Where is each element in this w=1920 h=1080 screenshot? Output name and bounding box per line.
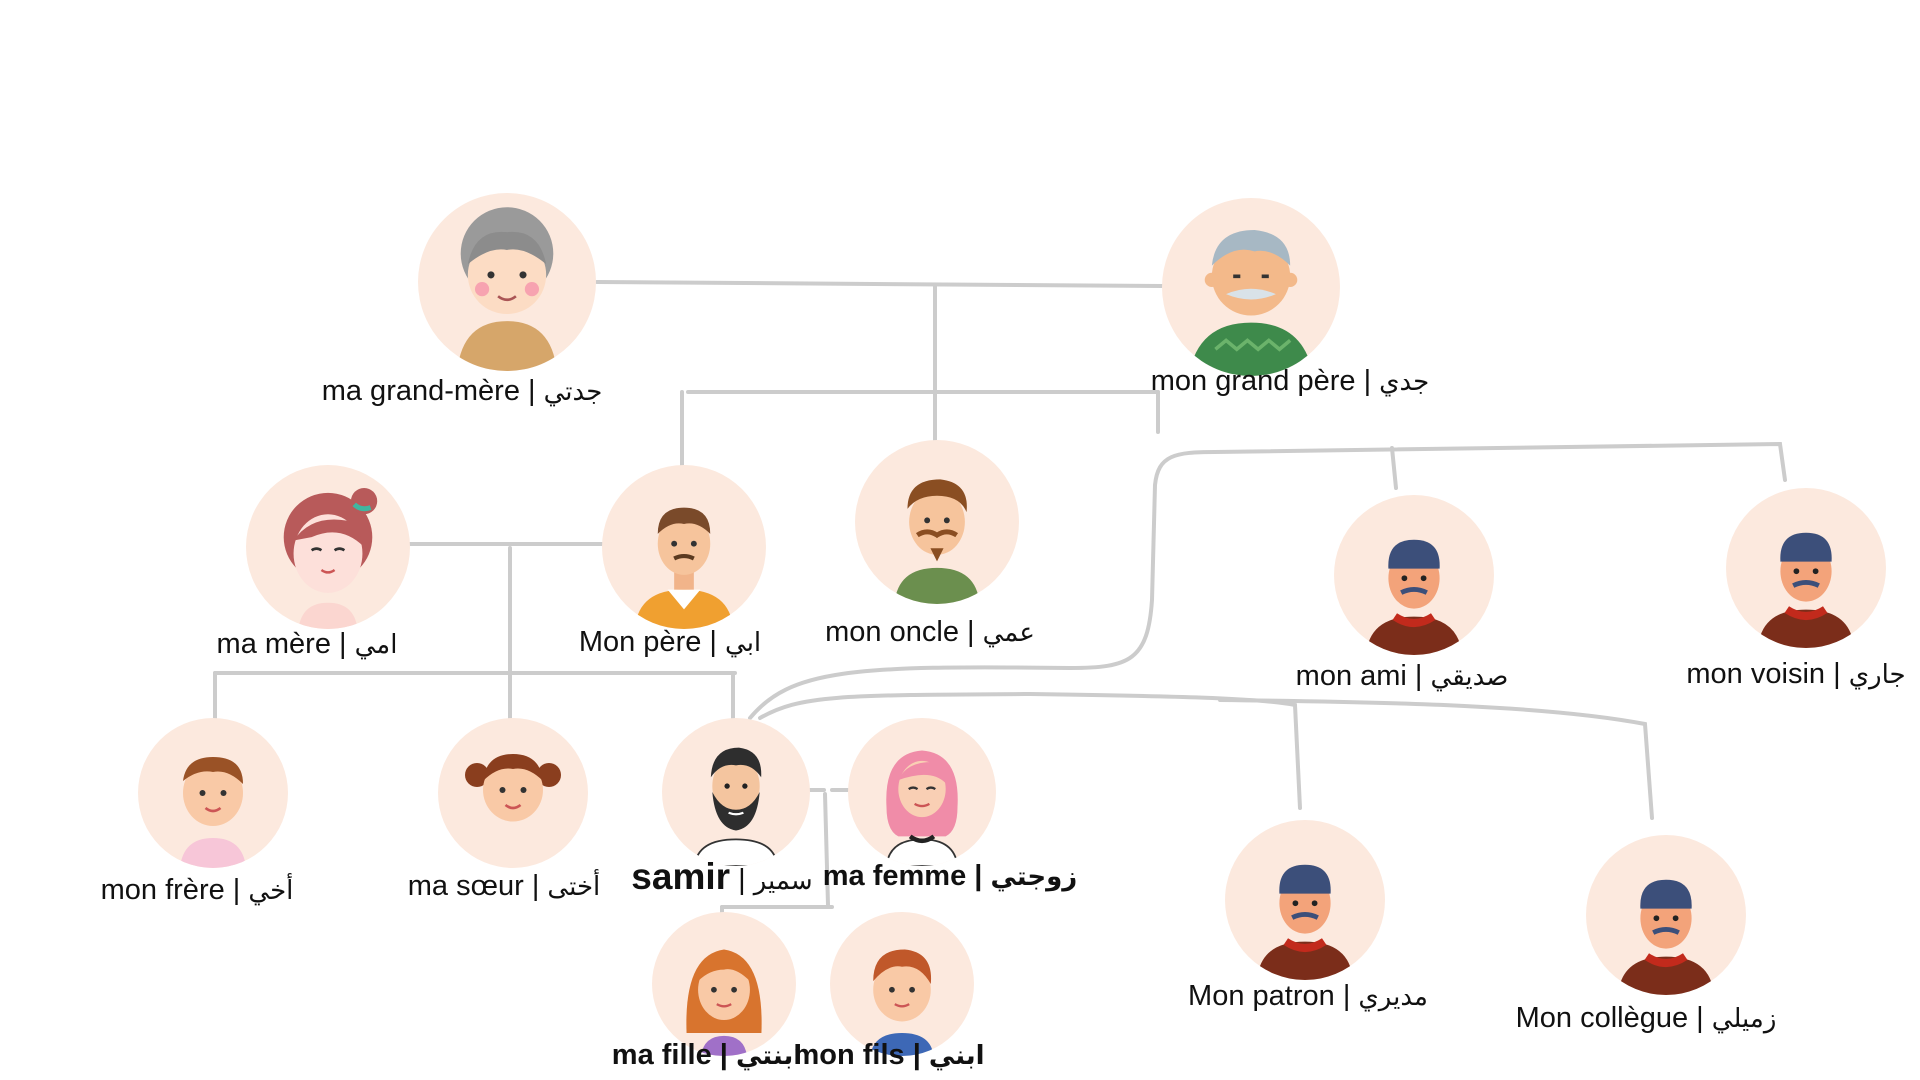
label-fr: mon fils [793, 1039, 905, 1071]
sister-avatar [438, 718, 588, 868]
wife-avatar [848, 718, 996, 866]
grandfather-avatar [1162, 198, 1340, 376]
label-fr: mon oncle [825, 616, 959, 648]
label-ar: جدي [1379, 367, 1430, 397]
wife-icon [885, 750, 959, 866]
grandfather-icon [1188, 230, 1314, 376]
label-separator: | [1363, 365, 1372, 397]
label-ar: أخي [248, 876, 294, 906]
label-separator: | [719, 1039, 728, 1071]
label-ar: ابي [725, 628, 762, 658]
neighbor-icon [1758, 532, 1854, 648]
uncle-icon [894, 479, 980, 604]
label-father: Mon père | ابي [579, 628, 761, 657]
label-separator: | [967, 616, 975, 648]
label-fr: ma sœur [407, 870, 524, 902]
label-separator: | [531, 870, 540, 902]
label-ar: مديري [1358, 982, 1428, 1012]
uncle-avatar [855, 440, 1019, 604]
label-ar: عمي [982, 618, 1035, 648]
mother-avatar [246, 465, 410, 629]
boss-icon [1257, 864, 1353, 980]
label-wife: ma femme | زوجتي [823, 862, 1078, 891]
label-ar: ابني [928, 1041, 985, 1071]
brother-icon [180, 757, 246, 868]
label-sister: ma sœur | أختى [408, 872, 600, 901]
label-fr: samir [631, 856, 731, 897]
samir-avatar [662, 718, 810, 866]
label-separator: | [1414, 660, 1423, 692]
boss-avatar [1225, 820, 1385, 980]
label-boss: Mon patron | مديري [1188, 982, 1428, 1011]
label-colleague: Mon collègue | زميلي [1516, 1004, 1777, 1033]
label-separator: | [528, 375, 536, 407]
grandmother-avatar [418, 193, 596, 371]
label-ar: سمير [753, 866, 813, 896]
label-fr: mon frère [100, 874, 225, 906]
label-brother: mon frère | أخي [101, 876, 294, 905]
label-fr: Mon père [578, 626, 702, 658]
label-ar: زوجتي [990, 862, 1078, 892]
label-fr: Mon collègue [1515, 1002, 1689, 1034]
friend-avatar [1334, 495, 1494, 655]
label-separator: | [339, 628, 347, 660]
label-separator: | [974, 860, 983, 892]
mother-icon [283, 487, 378, 629]
label-separator: | [912, 1039, 921, 1071]
son-icon [870, 949, 934, 1056]
label-fr: ma fille [611, 1039, 712, 1071]
label-ar: ابنتي [735, 1041, 803, 1071]
daughter-avatar [652, 912, 796, 1056]
label-separator: | [1342, 980, 1351, 1012]
label-grandfather: mon grand père | جدي [1151, 367, 1430, 396]
label-uncle: mon oncle | عمي [825, 618, 1035, 647]
samir-icon [693, 747, 779, 866]
label-ar: جاري [1848, 660, 1906, 690]
label-ar: أختى [547, 872, 601, 902]
label-fr: ma femme [822, 860, 967, 892]
label-separator: | [232, 874, 241, 906]
label-friend: mon ami | صديقي [1296, 662, 1509, 691]
label-mother: ma mère | امي [217, 630, 398, 659]
label-daughter: ma fille | ابنتي [612, 1041, 802, 1070]
brother-avatar [138, 718, 288, 868]
label-neighbor: mon voisin | جاري [1686, 660, 1905, 689]
label-grandmother: ma grand-mère | جدتي [322, 377, 603, 406]
label-samir: samir | سمير [631, 858, 812, 895]
label-fr: mon ami [1295, 660, 1407, 692]
label-separator: | [1696, 1002, 1704, 1034]
label-ar: جدتي [543, 377, 603, 407]
father-avatar [602, 465, 766, 629]
sister-icon [465, 754, 561, 822]
friend-icon [1366, 539, 1462, 655]
colleague-icon [1618, 879, 1714, 995]
label-separator: | [709, 626, 717, 658]
neighbor-avatar [1726, 488, 1886, 648]
label-ar: امي [354, 630, 398, 660]
label-separator: | [738, 864, 746, 896]
label-son: mon fils | ابني [793, 1041, 984, 1070]
son-avatar [830, 912, 974, 1056]
daughter-icon [686, 949, 762, 1056]
label-ar: زميلي [1711, 1004, 1777, 1034]
label-fr: mon voisin [1686, 658, 1826, 690]
colleague-avatar [1586, 835, 1746, 995]
label-fr: mon grand père [1150, 365, 1356, 397]
label-ar: صديقي [1430, 662, 1509, 692]
label-separator: | [1833, 658, 1841, 690]
label-fr: ma grand-mère [321, 375, 520, 407]
grandmother-icon [457, 207, 557, 371]
label-fr: Mon patron [1188, 980, 1335, 1012]
father-icon [634, 507, 734, 629]
label-fr: ma mère [216, 628, 331, 660]
